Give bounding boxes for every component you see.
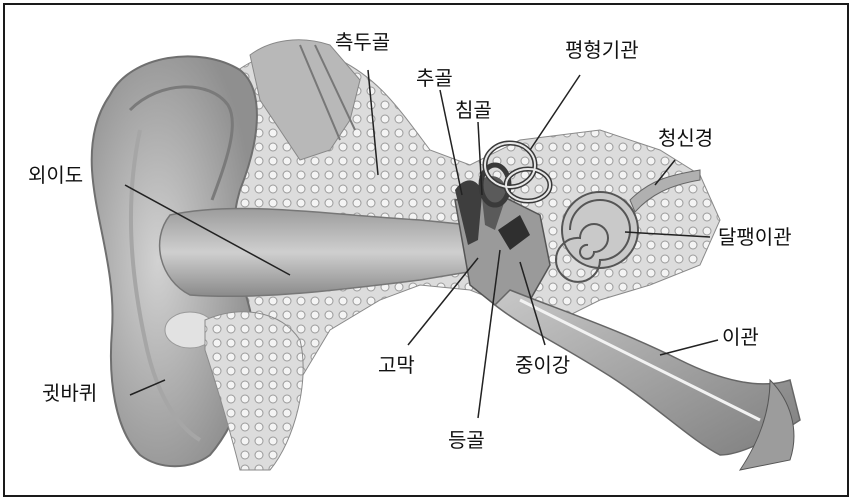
label-temporal-bone: 측두골 — [335, 32, 390, 52]
lobule-tissue — [205, 312, 303, 470]
label-malleus: 추골 — [416, 68, 453, 88]
label-cochlea: 달팽이관 — [718, 227, 792, 247]
label-vestibular-organ: 평형기관 — [565, 40, 639, 60]
label-eardrum: 고막 — [378, 355, 415, 375]
label-incus: 침골 — [455, 100, 492, 120]
label-auditory-nerve: 청신경 — [658, 128, 713, 148]
label-outer-ear-canal: 외이도 — [28, 165, 83, 185]
label-eustachian-tube: 이관 — [722, 327, 759, 347]
label-middle-ear-cavity: 중이강 — [515, 355, 570, 375]
label-auricle: 귓바퀴 — [42, 383, 97, 403]
label-stapes: 등골 — [448, 430, 485, 450]
